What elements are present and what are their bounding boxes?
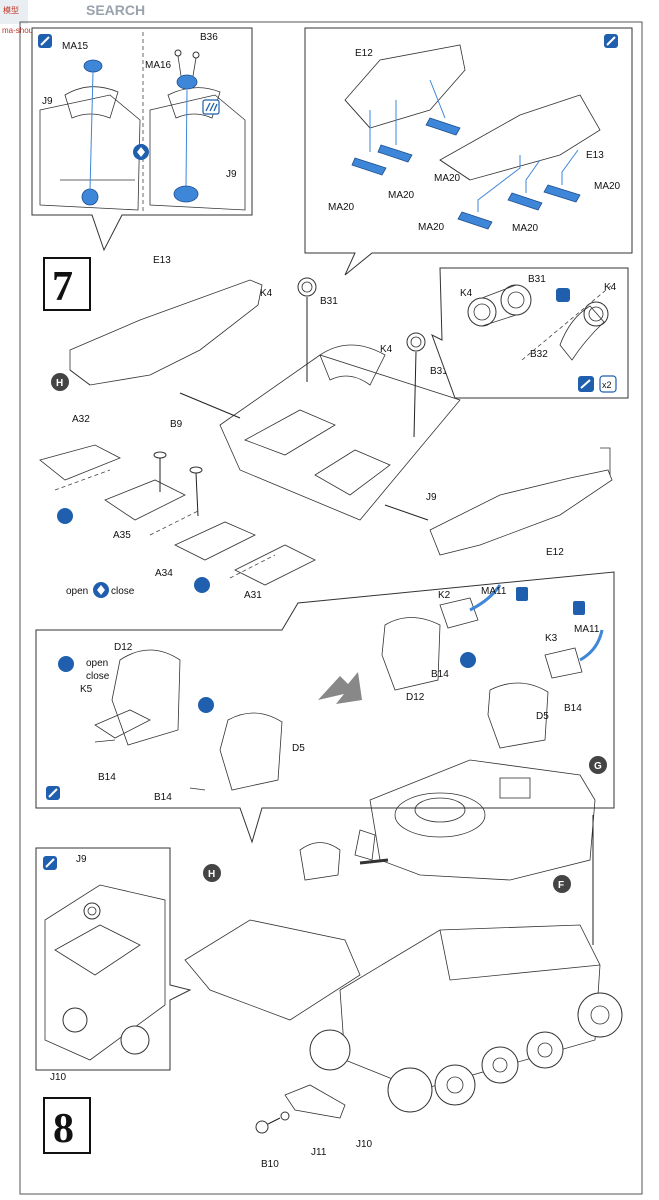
marker-H-step7 <box>51 373 69 391</box>
label-MA20-2: MA20 <box>388 190 415 201</box>
watermark-brand: SEARCH <box>86 2 145 18</box>
step-8-assembly: G F H J10 J11 B10 <box>184 756 623 1170</box>
label-A31: A31 <box>244 590 262 601</box>
open-close-icon <box>198 697 214 713</box>
callout-top-left: MA15 B36 MA16 J9 J9 <box>31 27 253 252</box>
label-J9-left: J9 <box>42 96 53 107</box>
label-J9: J9 <box>76 854 87 865</box>
ma11-shape-a <box>469 584 502 612</box>
open-close-icon <box>460 652 476 668</box>
ma16-shape <box>176 74 198 90</box>
open-close-icon <box>556 288 570 302</box>
label-B10: B10 <box>261 1159 279 1170</box>
label-A34: A34 <box>155 568 173 579</box>
label-K4-b: K4 <box>604 282 617 293</box>
label-K4-b: K4 <box>380 344 393 355</box>
label-B36: B36 <box>200 32 218 43</box>
label-MA11-a: MA11 <box>481 586 507 597</box>
label-MA20-4: MA20 <box>594 181 621 192</box>
callout-right: x2 K4 B31 K4 B32 <box>431 267 629 399</box>
label-B31-b: B31 <box>430 366 448 377</box>
label-close: close <box>111 586 135 597</box>
ma15-part-shape <box>81 188 99 206</box>
open-close-icon <box>194 577 210 593</box>
label-B14-c: B14 <box>431 669 449 680</box>
watermark-logo-box <box>0 0 28 24</box>
wash-drop-icon <box>573 601 585 615</box>
watermark-url: ma-shou.com <box>2 26 51 35</box>
step-8-number: 8 <box>53 1106 74 1152</box>
label-open: open <box>66 586 88 597</box>
label-K3: K3 <box>545 633 558 644</box>
label-B14-d: B14 <box>564 703 582 714</box>
wash-drop-icon <box>516 587 528 601</box>
watermark-logo: 模型 <box>3 5 19 15</box>
step-7-box <box>43 257 91 311</box>
quantity-badge <box>599 375 617 393</box>
label-E12: E12 <box>355 48 373 59</box>
label-J11: J11 <box>311 1147 327 1158</box>
label-B14-b: B14 <box>154 792 172 803</box>
label-J9: J9 <box>426 492 437 503</box>
label-D5-b: D5 <box>536 711 549 722</box>
marker-F-letter: F <box>558 880 564 891</box>
label-D12-b: D12 <box>406 692 425 703</box>
marker-H-step7-letter: H <box>56 378 63 389</box>
label-B9: B9 <box>170 419 183 430</box>
open-close-icon <box>58 656 74 672</box>
label-B14-a: B14 <box>98 772 116 783</box>
label-MA15: MA15 <box>62 41 89 52</box>
callout-bottom-left: J9 J10 <box>35 847 192 1083</box>
callout-middle: D12 open close K5 B14 B14 D5 K2 MA11 D12… <box>35 571 615 844</box>
label-K5: K5 <box>80 684 93 695</box>
weathering-icon <box>202 99 220 115</box>
label-MA20-3: MA20 <box>434 173 461 184</box>
marker-G <box>589 756 607 774</box>
label-J10: J10 <box>50 1072 67 1083</box>
label-MA11-b: MA11 <box>574 624 600 635</box>
label-J9-right: J9 <box>226 169 237 180</box>
sheet-border <box>19 21 643 1195</box>
label-A35: A35 <box>113 530 131 541</box>
label-MA20-5: MA20 <box>418 222 445 233</box>
label-MA20-6: MA20 <box>512 223 539 234</box>
label-K4-a: K4 <box>260 288 273 299</box>
label-E13: E13 <box>586 150 604 161</box>
label-E13: E13 <box>153 255 171 266</box>
open-close-icon <box>57 508 73 524</box>
label-K4-a: K4 <box>460 288 473 299</box>
marker-F <box>553 875 571 893</box>
label-B31: B31 <box>528 274 546 285</box>
step-8-box <box>43 1097 91 1154</box>
callout-top-right: E12 E13 MA20 MA20 MA20 MA20 MA20 MA20 <box>304 27 633 276</box>
step-7-number: 7 <box>52 264 73 310</box>
step-7-assembly: H E13 K4 B31 K4 B31 A32 B9 A35 A34 A31 J… <box>39 255 613 601</box>
label-D5-a: D5 <box>292 743 305 754</box>
label-open: open <box>86 658 108 669</box>
marker-H-step8 <box>203 864 221 882</box>
label-x2: x2 <box>602 380 612 390</box>
watermark: 模型 SEARCH ma-shou.com <box>0 0 145 35</box>
label-close: close <box>86 671 110 682</box>
direction-arrow-icon <box>318 672 362 704</box>
label-K2: K2 <box>438 590 451 601</box>
label-A32: A32 <box>72 414 90 425</box>
label-B32: B32 <box>530 349 548 360</box>
ma11-shape-b <box>579 629 604 662</box>
label-MA20-1: MA20 <box>328 202 355 213</box>
marker-H-step8-letter: H <box>208 869 215 880</box>
label-MA16: MA16 <box>145 60 172 71</box>
label-J10: J10 <box>356 1139 373 1150</box>
label-D12-a: D12 <box>114 642 133 653</box>
label-B31-a: B31 <box>320 296 338 307</box>
ma15-shape <box>83 59 103 73</box>
marker-G-letter: G <box>594 761 602 772</box>
label-E12: E12 <box>546 547 564 558</box>
